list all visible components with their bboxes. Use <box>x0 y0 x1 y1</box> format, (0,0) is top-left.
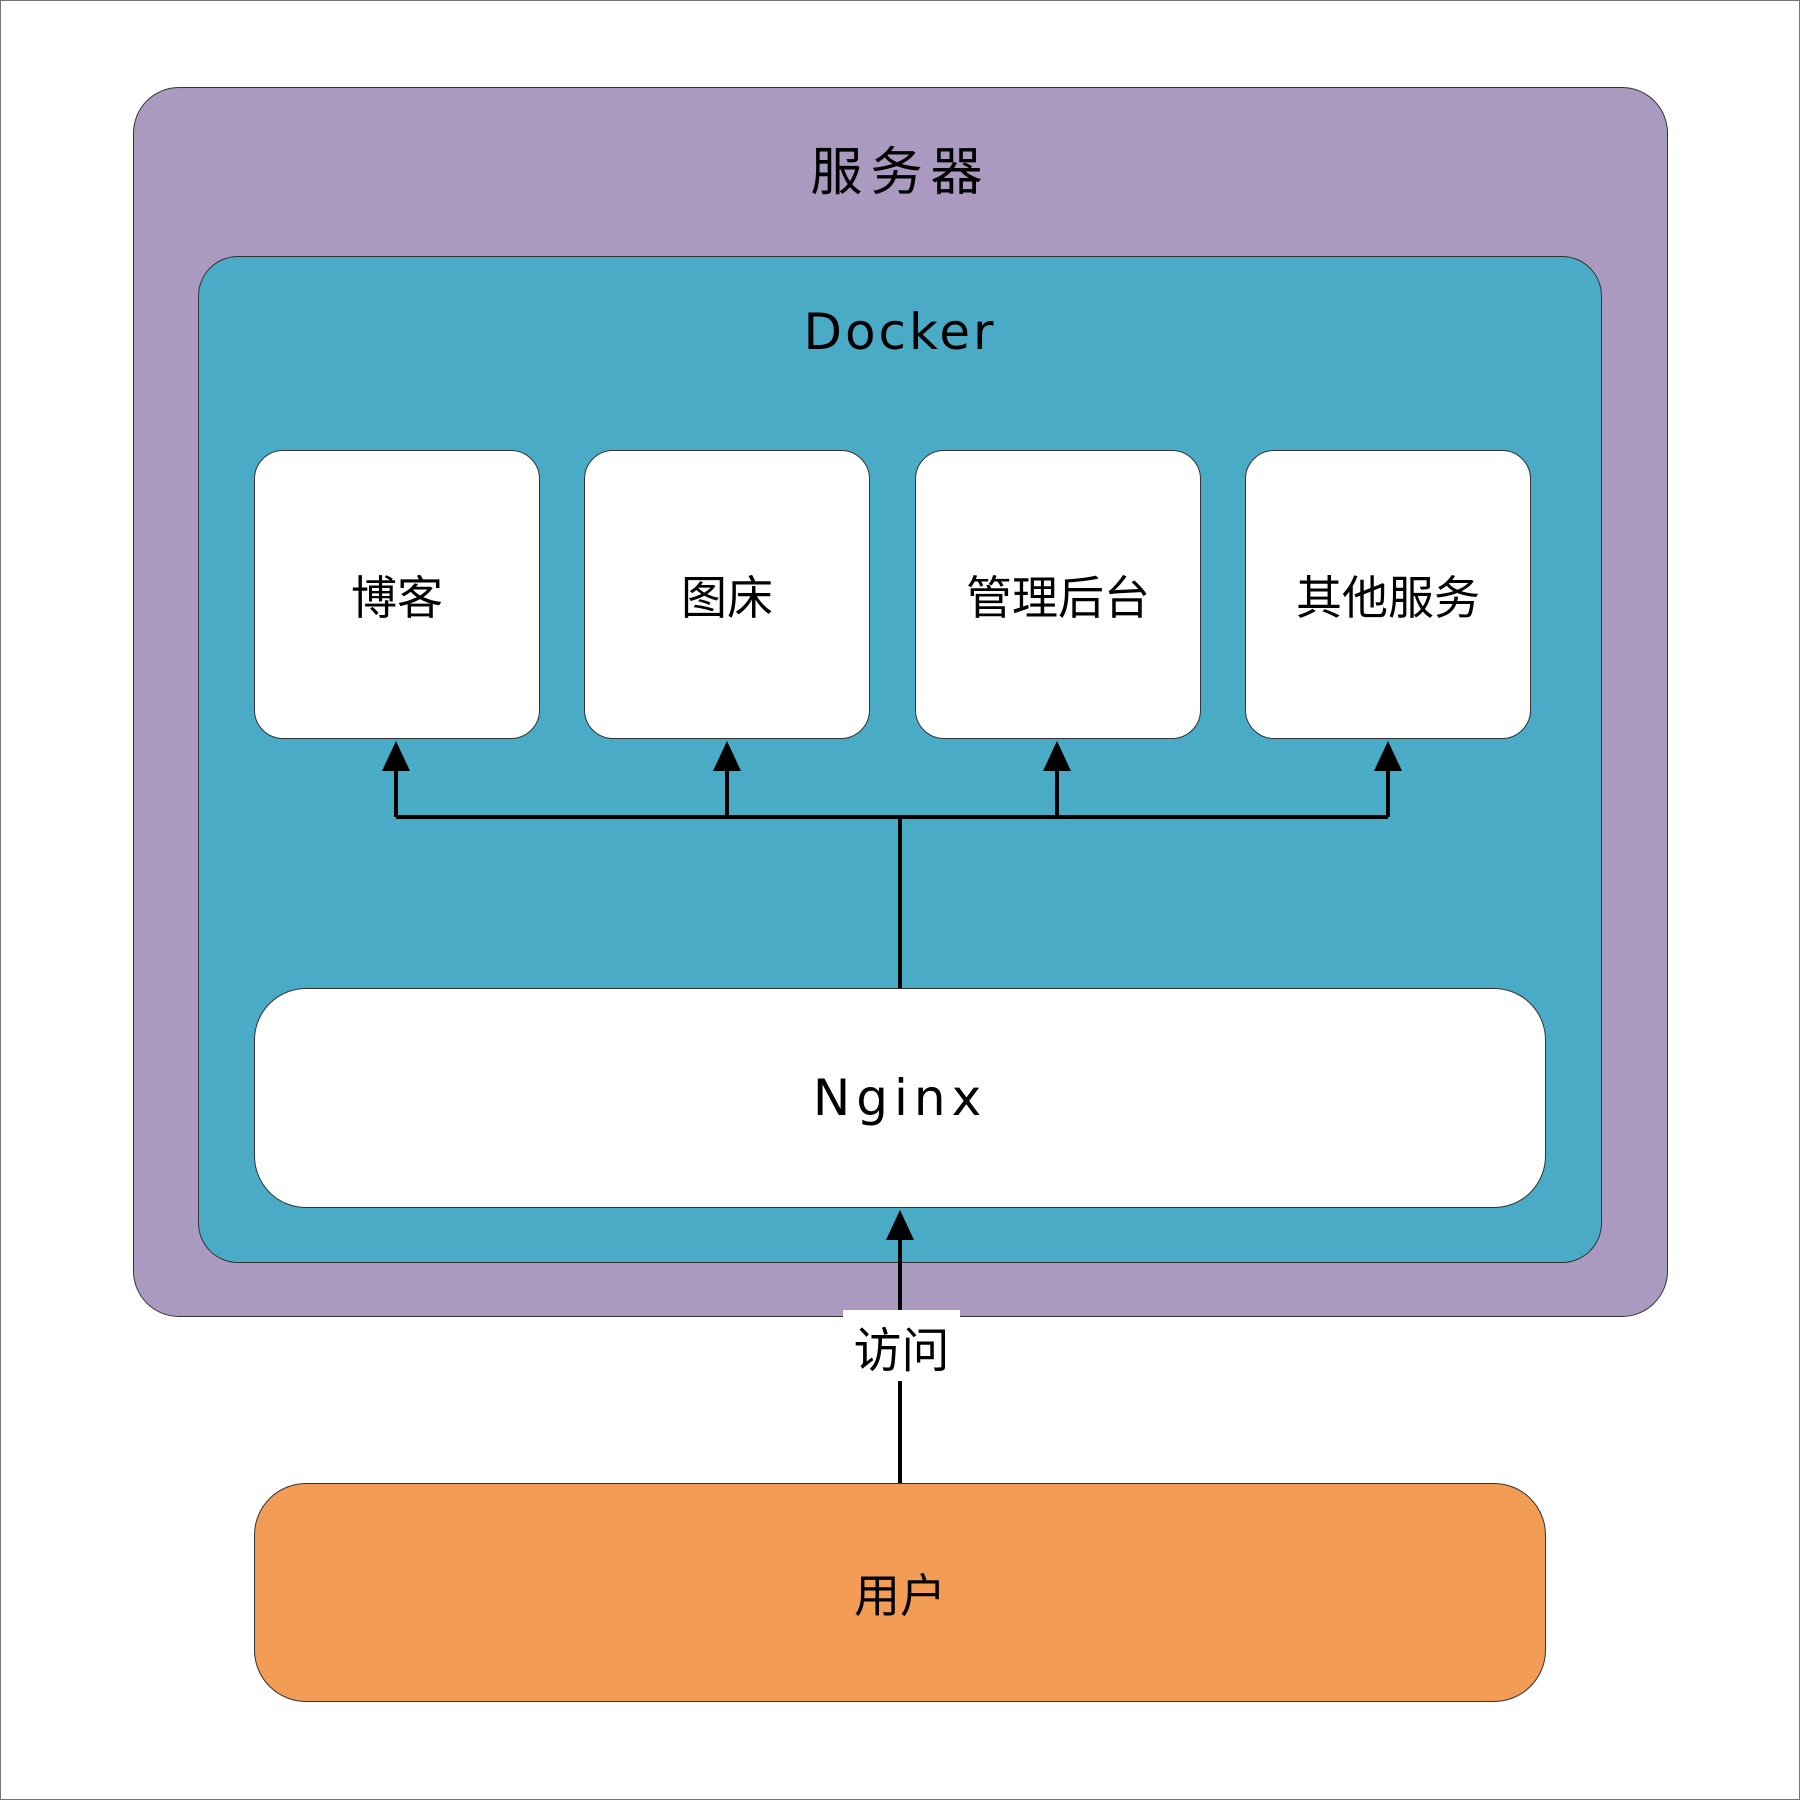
arrowhead-image-host <box>713 741 741 771</box>
arrowhead-nginx <box>886 1210 914 1240</box>
service-image-host: 图床 <box>584 450 870 739</box>
user-box: 用户 <box>254 1483 1546 1702</box>
nginx-box: Nginx <box>254 988 1546 1208</box>
docker-title: Docker <box>803 303 997 361</box>
access-edge-label: 访问 <box>843 1310 960 1381</box>
arrowhead-admin <box>1043 741 1071 771</box>
arrowhead-other <box>1374 741 1402 771</box>
service-blog: 博客 <box>254 450 540 739</box>
arrowhead-blog <box>382 741 410 771</box>
service-other: 其他服务 <box>1245 450 1531 739</box>
server-title: 服务器 <box>810 143 991 203</box>
service-admin: 管理后台 <box>915 450 1201 739</box>
